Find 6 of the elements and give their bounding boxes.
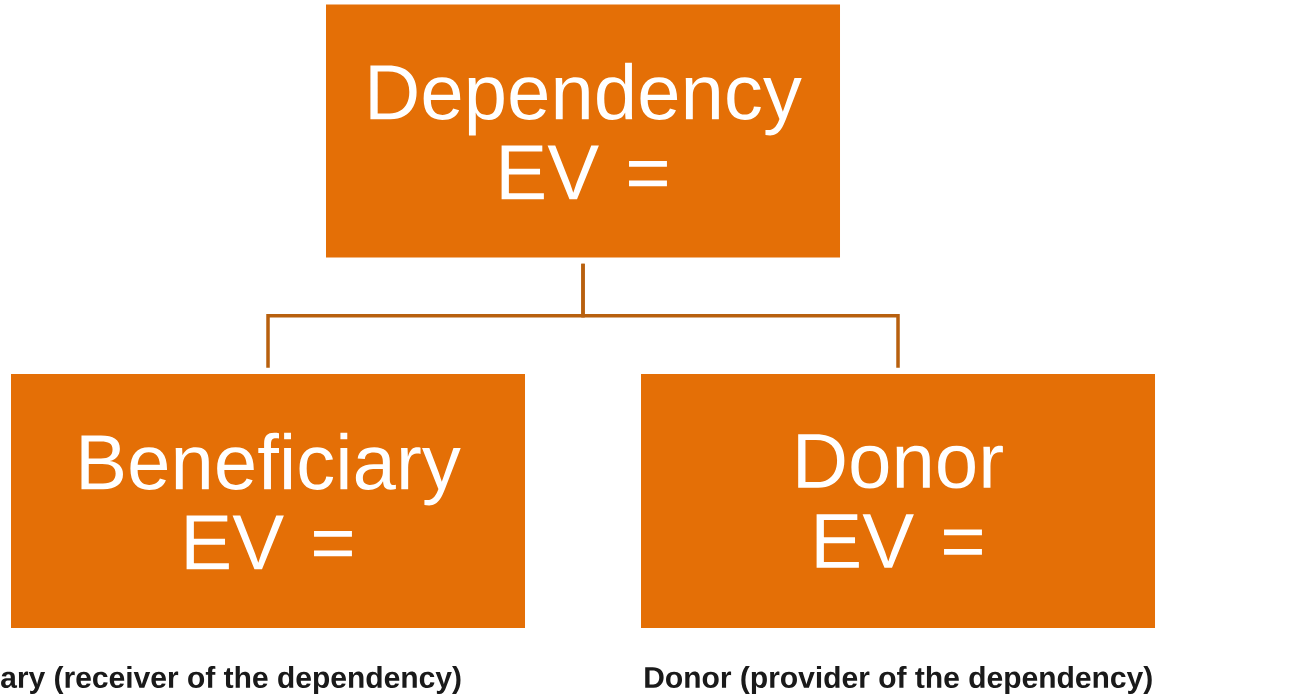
connector (581, 263, 900, 368)
process-box: Dependency EV = (326, 4, 840, 258)
process-box: Beneficiary EV = (11, 374, 525, 628)
box-caption: ary (receiver of the dependency) (1, 666, 461, 694)
box-caption: Donor (provider of the dependency) (645, 666, 1152, 694)
process-box: Donor EV = (641, 374, 1155, 628)
